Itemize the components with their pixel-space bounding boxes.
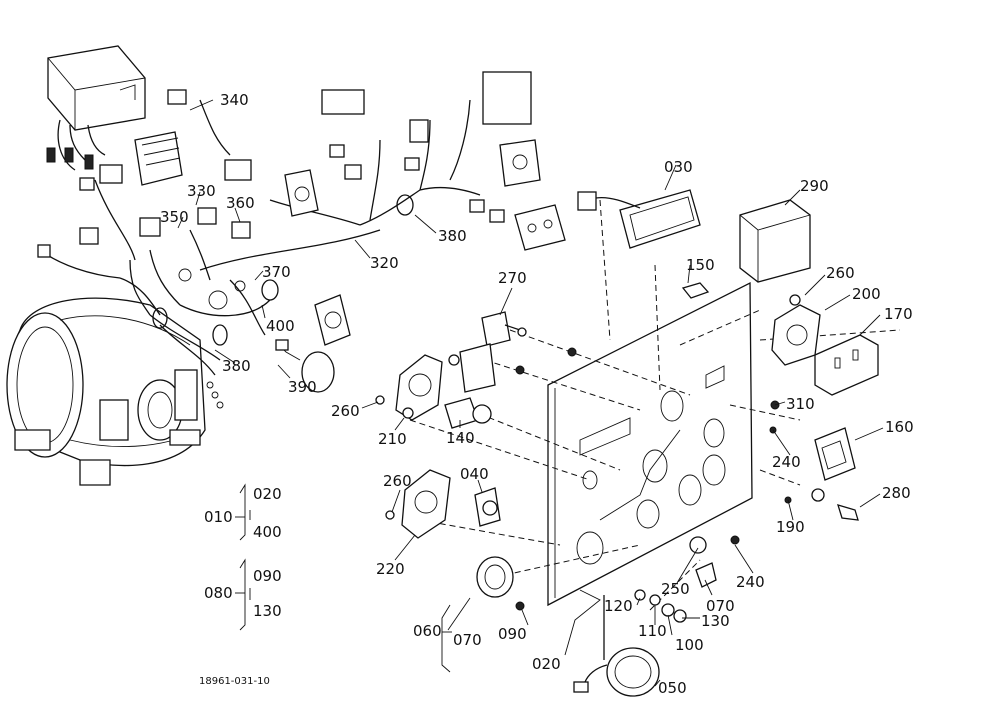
connector-blocks (37, 71, 532, 258)
callout-labels: 340 330 350 360 370 400 380 390 320 380 … (160, 91, 914, 697)
receptacle-200 (771, 294, 821, 366)
screws-right (730, 400, 859, 545)
pilot-lamp-150 (681, 282, 710, 299)
receptacle-220 (385, 469, 451, 539)
callout-060: 060 (413, 622, 442, 640)
small-meter-left (275, 339, 335, 393)
callout-310: 310 (786, 395, 815, 413)
callout-130-group: 130 (253, 602, 282, 620)
callout-270: 270 (498, 269, 527, 287)
callout-360: 360 (226, 194, 255, 212)
lamp-070 (689, 536, 717, 588)
callout-280: 280 (882, 484, 911, 502)
key-switch-060 (476, 556, 525, 611)
washers-lower (515, 347, 687, 623)
callout-240-lower: 240 (736, 573, 765, 591)
callout-210: 210 (378, 430, 407, 448)
receptacle-170 (814, 334, 879, 396)
callout-080: 080 (204, 584, 233, 602)
callout-070-right: 070 (706, 597, 735, 615)
callout-290: 290 (800, 177, 829, 195)
callout-100: 100 (675, 636, 704, 654)
callout-020-lower: 020 (532, 655, 561, 673)
callout-260-mid: 260 (331, 402, 360, 420)
callout-130-lower: 130 (701, 612, 730, 630)
control-panel (547, 281, 753, 607)
rectifier-heatsink (134, 131, 183, 186)
callout-050: 050 (658, 679, 687, 697)
callout-010: 010 (204, 508, 233, 526)
callout-240-right: 240 (772, 453, 801, 471)
switch-040 (474, 487, 501, 527)
callout-090-lower: 090 (498, 625, 527, 643)
callout-030: 030 (664, 158, 693, 176)
toggle-switch-270 (481, 311, 527, 347)
callout-190: 190 (776, 518, 805, 536)
generator-body (6, 297, 206, 486)
gauge-050 (573, 595, 660, 697)
diagram-id: 18961-031-10 (199, 676, 270, 687)
callout-260-right: 260 (826, 264, 855, 282)
callout-200: 200 (852, 285, 881, 303)
callout-350: 350 (160, 208, 189, 226)
callout-260-lower: 260 (383, 472, 412, 490)
callout-120: 120 (604, 597, 633, 615)
harness-wires-left (39, 99, 481, 376)
callout-340: 340 (220, 91, 249, 109)
callout-220: 220 (376, 560, 405, 578)
callout-370: 370 (262, 263, 291, 281)
callout-140: 140 (446, 429, 475, 447)
callout-170: 170 (884, 305, 913, 323)
callout-110: 110 (638, 622, 667, 640)
regulator-box (47, 45, 146, 131)
callout-400-group: 400 (253, 523, 282, 541)
callout-150: 150 (686, 256, 715, 274)
callout-380-left: 380 (222, 357, 251, 375)
meter-030 (577, 189, 701, 249)
callout-160: 160 (885, 418, 914, 436)
callout-090-group: 090 (253, 567, 282, 585)
callout-020-group: 020 (253, 485, 282, 503)
leader-lines (177, 99, 884, 687)
harness-rings (152, 194, 414, 346)
callout-380-right: 380 (438, 227, 467, 245)
callout-400-upper: 400 (266, 317, 295, 335)
upper-receptacles (284, 139, 566, 346)
callout-330: 330 (187, 182, 216, 200)
receptacle-210 (375, 354, 443, 421)
callout-390: 390 (288, 378, 317, 396)
callout-070-left: 070 (453, 631, 482, 649)
box-290 (739, 199, 811, 283)
hourmeter-160 (814, 427, 856, 481)
bracket-140 (444, 343, 496, 429)
wire-terminals-mid (178, 268, 246, 409)
callout-040: 040 (460, 465, 489, 483)
callout-320: 320 (370, 254, 399, 272)
callout-250: 250 (661, 580, 690, 598)
